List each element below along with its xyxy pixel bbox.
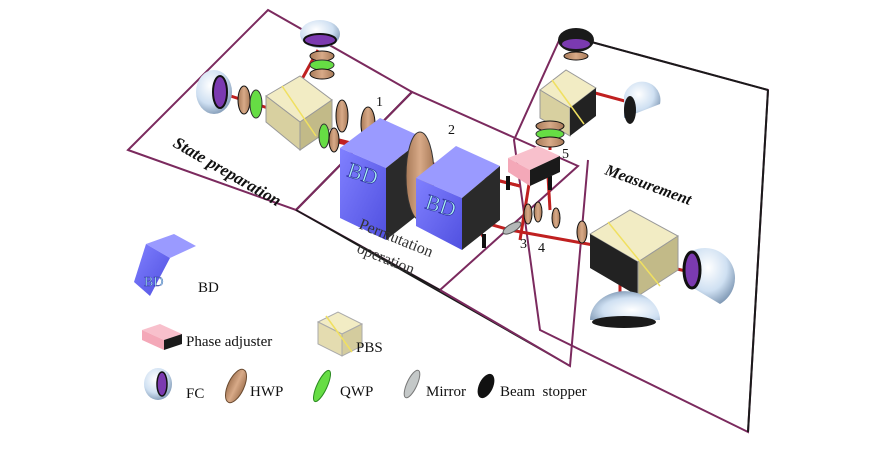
legend-hwp-label: HWP bbox=[250, 384, 283, 400]
legend-pbs-label: PBS bbox=[356, 340, 383, 356]
legend-mirror: Mirror bbox=[403, 369, 466, 400]
component-number-2: 2 bbox=[448, 123, 455, 138]
legend-mirror-label: Mirror bbox=[426, 384, 466, 400]
beam-stopper-permutation-3 bbox=[548, 176, 552, 190]
hwp-left bbox=[237, 85, 251, 115]
hwp-prep-1 bbox=[335, 99, 349, 133]
hwp-measure-top-1 bbox=[563, 51, 589, 61]
legend-fc: FC bbox=[144, 368, 204, 402]
hwp-3 bbox=[523, 203, 533, 225]
fc-coupler-measure-right bbox=[682, 247, 736, 304]
legend-bd-icon-label: BD bbox=[144, 275, 163, 290]
mirror bbox=[502, 221, 522, 235]
fc-coupler-left bbox=[196, 70, 232, 114]
component-number-3: 3 bbox=[520, 237, 527, 252]
component-number-1: 1 bbox=[376, 95, 383, 110]
phase-adjuster bbox=[508, 146, 560, 186]
fc-coupler-measure-bottom bbox=[590, 291, 660, 328]
legend-fc-label: FC bbox=[186, 386, 204, 402]
legend-beam-stopper-label: Beam stopper bbox=[500, 384, 587, 400]
hwp-4b bbox=[551, 207, 561, 229]
legend-bd: BD BD bbox=[134, 234, 219, 296]
beam-stopper-permutation-2 bbox=[506, 176, 510, 190]
bd-second: BD bbox=[416, 146, 500, 250]
fc-coupler-top bbox=[300, 20, 340, 48]
legend-bd-label: BD bbox=[198, 280, 219, 296]
hwp-measure-5b bbox=[535, 136, 565, 148]
qwp-left bbox=[249, 89, 263, 119]
component-number-5: 5 bbox=[562, 147, 569, 162]
hwp-4a bbox=[533, 201, 543, 223]
legend-beam-stopper: Beam stopper bbox=[477, 373, 587, 400]
pbs-measure-main bbox=[589, 209, 679, 297]
hwp-prep-2 bbox=[328, 127, 340, 153]
legend-pbs: PBS bbox=[316, 311, 383, 357]
measurement-region bbox=[512, 32, 770, 434]
legend-qwp-label: QWP bbox=[340, 384, 373, 400]
component-number-4: 4 bbox=[538, 241, 545, 256]
fc-coupler-measure-right-top bbox=[624, 81, 661, 124]
legend-qwp: QWP bbox=[313, 369, 373, 403]
beam-stopper-permutation-1 bbox=[482, 234, 486, 248]
hwp-measure-in bbox=[576, 220, 588, 244]
legend-hwp: HWP bbox=[224, 368, 283, 404]
pbs-state-preparation bbox=[265, 75, 333, 152]
measurement-label: Measurement bbox=[602, 161, 694, 209]
legend-phase-adjuster: Phase adjuster bbox=[142, 324, 272, 350]
legend: BD BD Phase adjuster PBS FC HWP QWP bbox=[134, 234, 587, 404]
qwp-prep-1 bbox=[318, 123, 330, 149]
hwp-top-2 bbox=[309, 68, 335, 80]
legend-phase-adjuster-label: Phase adjuster bbox=[186, 334, 272, 350]
fc-coupler-measure-top bbox=[558, 28, 594, 52]
